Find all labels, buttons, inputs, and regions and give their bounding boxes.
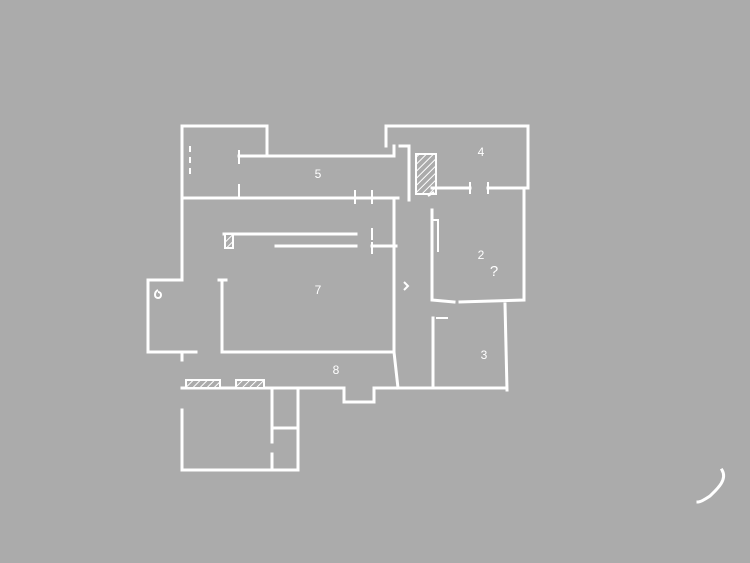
room-8-label: 8: [333, 363, 340, 377]
room-3-label: 3: [481, 348, 488, 362]
stair-hatch: [415, 153, 437, 195]
window-hatch-left: [185, 379, 221, 389]
room-8-walls: [180, 350, 508, 404]
bottom-left-room-walls: [180, 386, 300, 472]
left-room-walls: [146, 196, 198, 354]
window-hatch-right: [235, 379, 265, 389]
room-4-walls: [384, 124, 530, 202]
room-7-walls: [217, 196, 410, 354]
room-4-label: 4: [478, 145, 485, 159]
question-mark: ?: [490, 263, 498, 280]
room-5-label: 5: [315, 167, 322, 181]
top-left-room-walls: [180, 124, 396, 200]
room-2-walls: [427, 186, 526, 304]
room-7-label: 7: [315, 283, 322, 297]
corner-hatch: [224, 233, 234, 249]
room-2-label: 2: [478, 248, 485, 262]
room-3-walls: [431, 302, 509, 392]
scribble-mark: [696, 467, 725, 504]
